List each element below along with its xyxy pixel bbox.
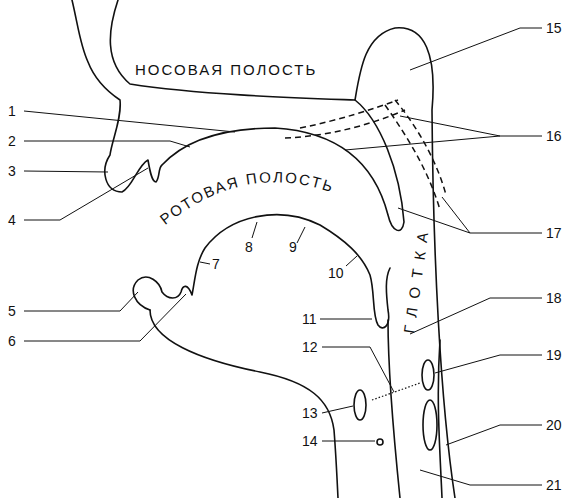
callout-number: 16 <box>546 129 562 143</box>
callout-number: 7 <box>212 257 220 271</box>
callout-number: 3 <box>8 164 16 178</box>
callout-number: 19 <box>546 348 562 362</box>
callout-number: 20 <box>546 418 562 432</box>
callout-number: 4 <box>8 213 16 227</box>
callout-number: 15 <box>546 21 562 35</box>
callout-number: 5 <box>8 304 16 318</box>
callout-number: 13 <box>302 406 318 420</box>
callout-number: 8 <box>245 240 253 254</box>
callout-number: 9 <box>289 240 297 254</box>
region-label: РОТОВАЯ ПОЛОСТЬ <box>157 168 337 228</box>
region-label: НОСОВАЯ ПОЛОСТЬ <box>135 62 317 77</box>
callout-number: 21 <box>546 478 562 492</box>
callout-number: 10 <box>328 266 344 280</box>
region-label: ГЛОТКА <box>401 222 431 334</box>
callout-number: 11 <box>302 312 317 326</box>
callout-number: 14 <box>302 434 318 448</box>
callout-number: 12 <box>302 340 318 354</box>
callout-number: 17 <box>546 226 562 240</box>
callout-number: 18 <box>546 291 562 305</box>
callout-number: 1 <box>8 104 16 118</box>
region-label: РОТОВАЯ ПОЛОСТЬ <box>157 168 337 228</box>
callout-number: 2 <box>8 134 16 148</box>
callout-number: 6 <box>8 334 16 348</box>
